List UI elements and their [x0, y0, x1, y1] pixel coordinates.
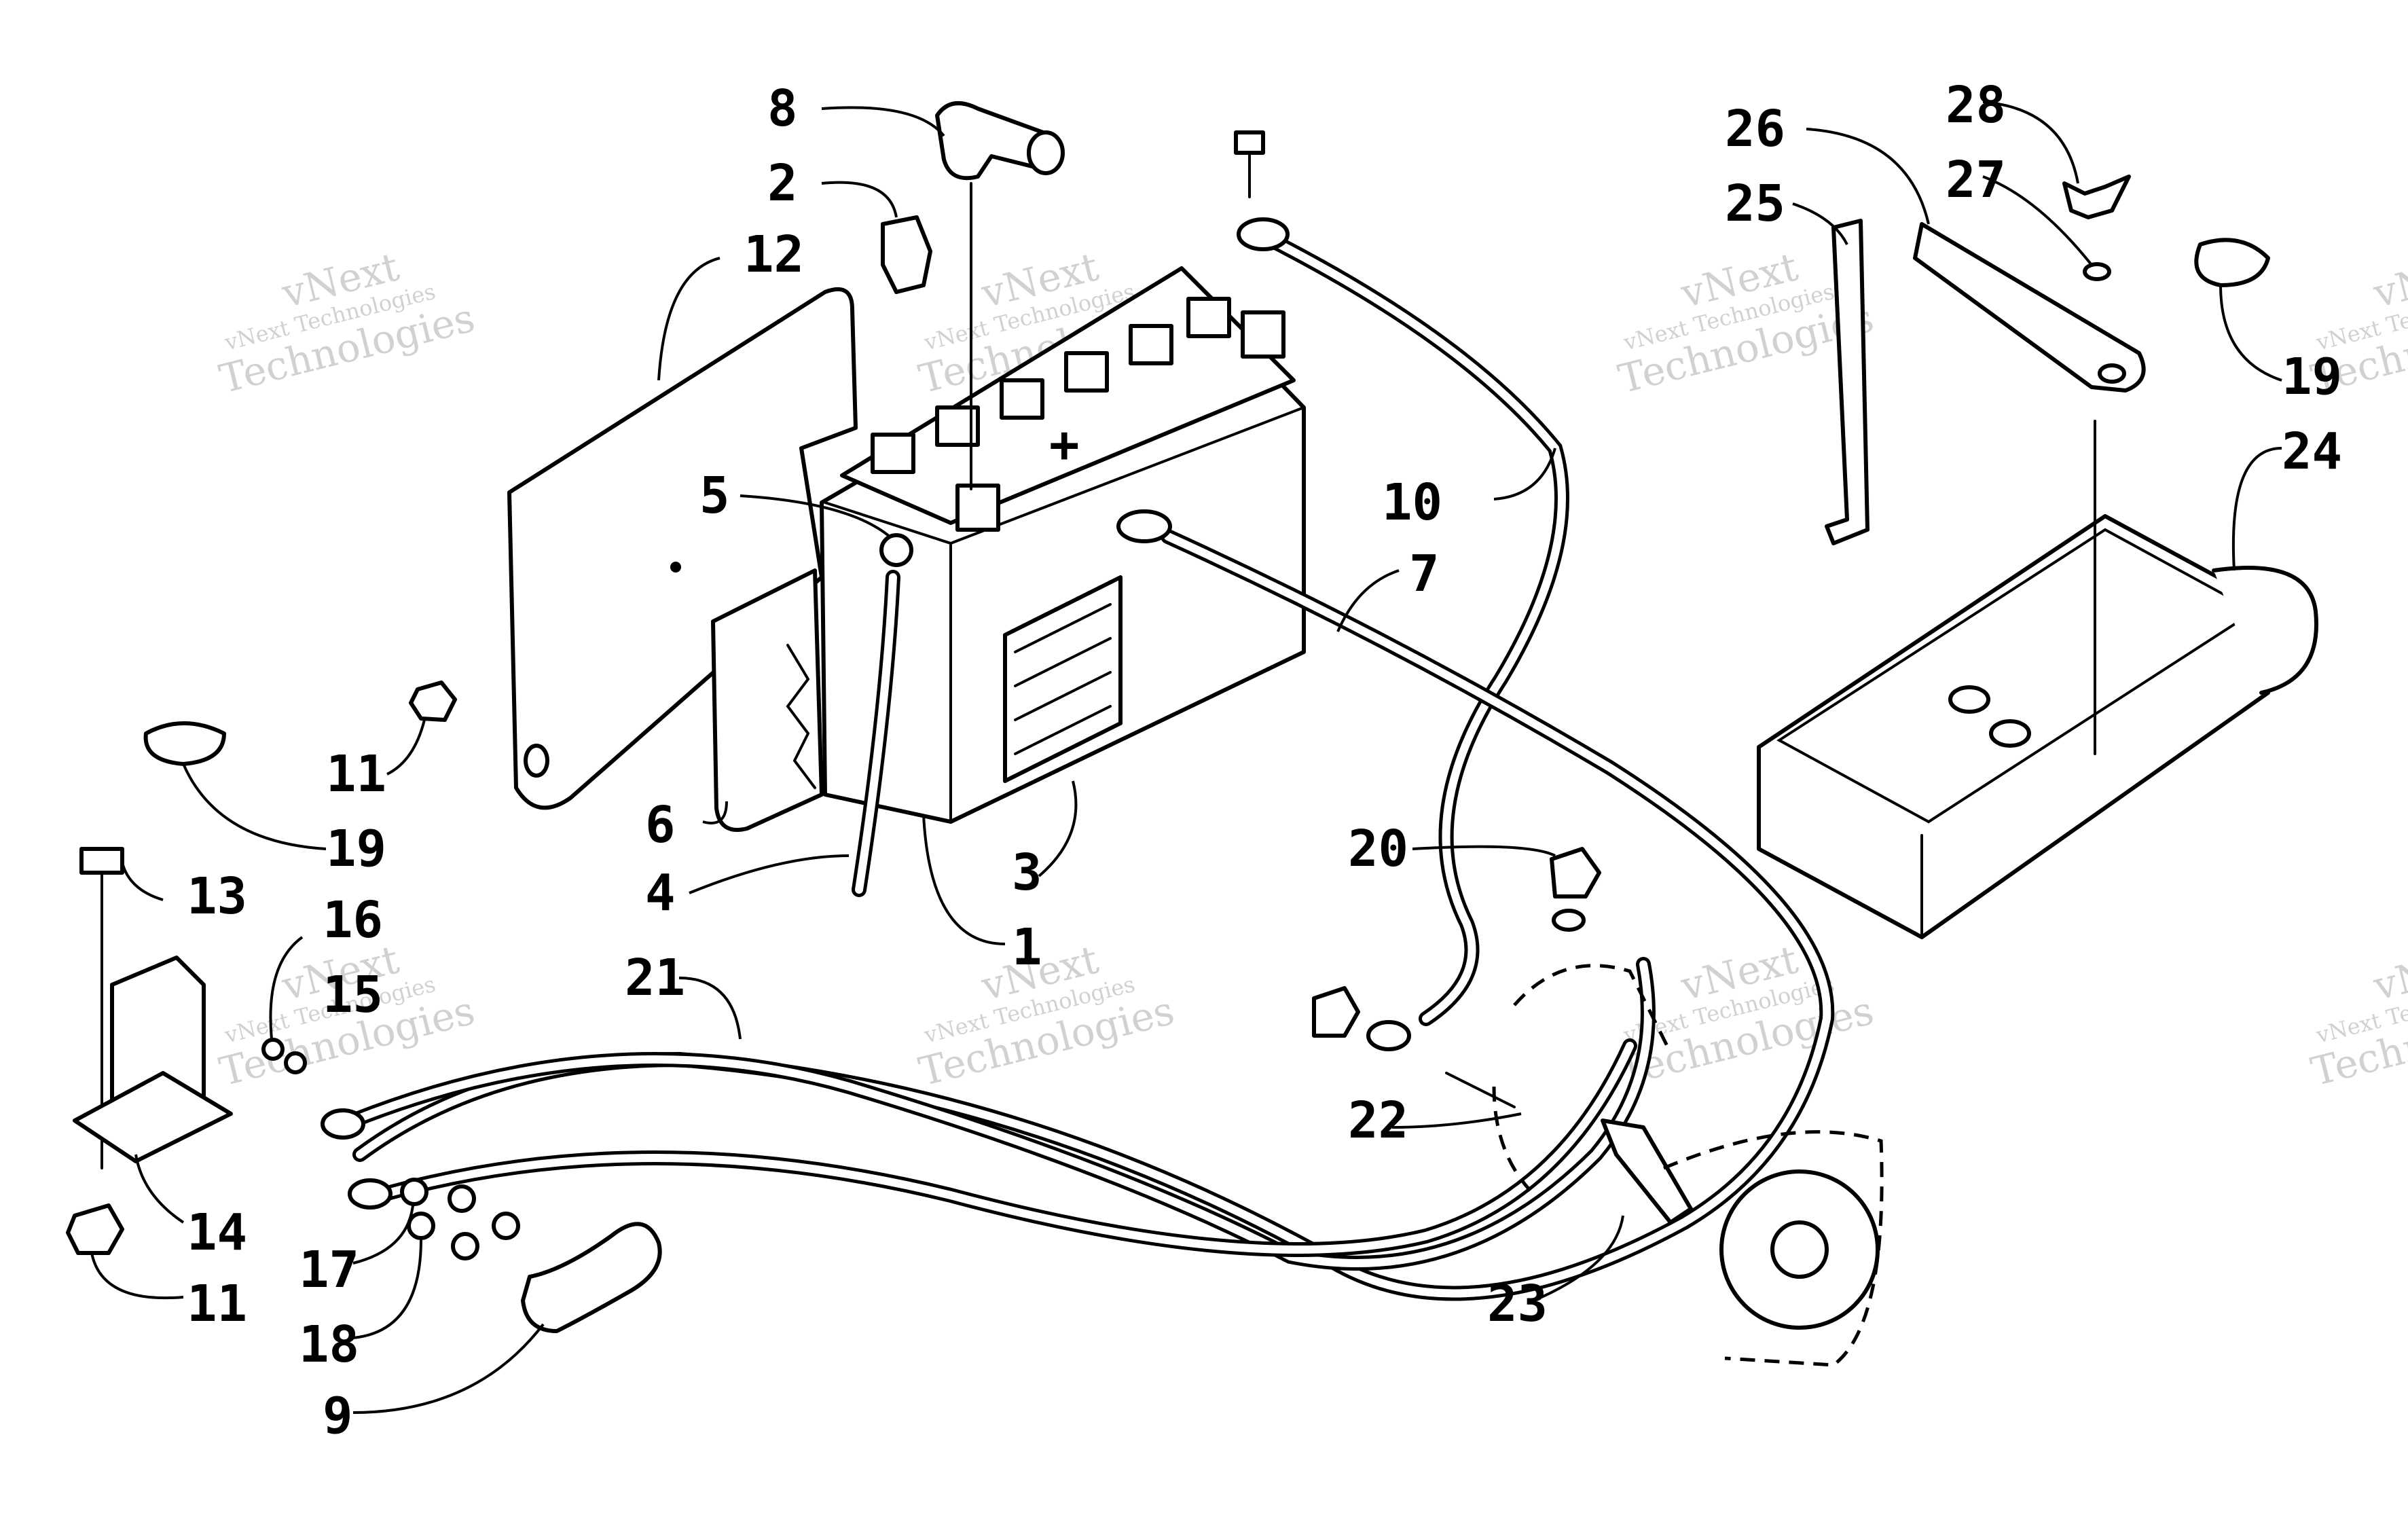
- pad-torn-edge: [786, 644, 816, 789]
- small-nut: [284, 1051, 307, 1074]
- callout-26: 26: [1725, 100, 1785, 158]
- engine-outline-lower: [1663, 1130, 1884, 1367]
- boot-opening: [1027, 130, 1065, 175]
- starter-hub: [1770, 1220, 1829, 1279]
- callout-16: 16: [323, 891, 383, 949]
- tube-clamp: [879, 533, 913, 567]
- callout-11-plate: 11: [326, 745, 386, 803]
- battery-lid: [840, 266, 1296, 525]
- callout-numbers: 8 2 12 5 10 7 26 28 25 27 19 24 11 19 6 …: [187, 76, 2342, 1445]
- washer: [2083, 262, 2111, 281]
- ground-nut: [1312, 986, 1360, 1038]
- battery-terminal-negative: [1241, 310, 1285, 359]
- wing-nut: [2062, 175, 2131, 219]
- callout-10: 10: [1382, 473, 1442, 532]
- callout-24: 24: [2282, 422, 2342, 481]
- washer-17b: [448, 1184, 476, 1213]
- cable-clip: [1601, 1119, 1693, 1224]
- negative-cable-inner: [1262, 234, 1566, 1023]
- callout-8: 8: [767, 79, 798, 138]
- solenoid-cable: [373, 1038, 1637, 1257]
- vent-cap: [871, 433, 915, 474]
- callout-23: 23: [1487, 1275, 1548, 1333]
- nut-18c: [492, 1212, 520, 1240]
- vent-cap: [1186, 297, 1231, 338]
- cable-screw-head: [1234, 130, 1265, 155]
- vent-fitting: [881, 215, 932, 294]
- lock-washer: [261, 1038, 285, 1061]
- callout-25: 25: [1725, 175, 1785, 233]
- solenoid-terminal-boot: [521, 1222, 662, 1333]
- battery: +: [820, 266, 1306, 824]
- terminal-washer: [1552, 909, 1586, 932]
- battery-label: [1003, 575, 1123, 783]
- engine-outline-upper: [1492, 964, 1673, 1197]
- hold-down-rod-bracket: [1825, 219, 1869, 545]
- callout-5: 5: [699, 467, 730, 525]
- callout-4: 4: [645, 864, 676, 922]
- terminal-nut: [1550, 847, 1601, 898]
- callout-20: 20: [1348, 820, 1408, 878]
- callout-12: 12: [744, 225, 804, 284]
- callout-14: 14: [187, 1203, 247, 1262]
- callout-18: 18: [299, 1315, 359, 1374]
- tray-boss: [1948, 685, 1990, 714]
- starter-ring-terminal: [321, 1108, 365, 1140]
- cable-clamp-right: [2194, 238, 2270, 287]
- nut-18: [407, 1212, 435, 1240]
- plate-hole: [670, 562, 681, 573]
- leader-lines: [90, 101, 2282, 1414]
- plate-nut: [409, 680, 457, 722]
- cable-clamp-left: [143, 721, 226, 766]
- terminal-plus-mark: +: [1049, 416, 1080, 474]
- callout-13: 13: [187, 867, 247, 926]
- callout-6: 6: [645, 796, 676, 854]
- starter-cable-inner: [349, 960, 1652, 1267]
- watermark-vnext: vNext: [2369, 243, 2408, 316]
- tray-mount-tube: [2212, 566, 2318, 695]
- cable-ring-terminal: [1237, 217, 1290, 251]
- callout-11-solenoid: 11: [187, 1275, 247, 1333]
- callout-9: 9: [323, 1387, 353, 1445]
- callout-1: 1: [1012, 918, 1042, 977]
- callout-19-right: 19: [2282, 348, 2342, 406]
- callout-17: 17: [299, 1241, 359, 1299]
- label-lines: [1014, 603, 1112, 755]
- callout-15: 15: [323, 966, 383, 1024]
- callout-19-left: 19: [326, 820, 386, 878]
- solenoid-mount-plate: [73, 1071, 233, 1163]
- hold-down-strap: [1913, 222, 2146, 393]
- callout-21: 21: [625, 949, 685, 1007]
- negative-cable: [1259, 230, 1569, 1026]
- positive-ring-terminal: [1116, 509, 1172, 543]
- ground-stud: [1445, 1072, 1516, 1108]
- solenoid-bolt-head: [79, 847, 124, 875]
- callout-28: 28: [1946, 76, 2006, 134]
- callout-7: 7: [1409, 545, 1440, 603]
- washer-17: [400, 1178, 428, 1206]
- watermark-vnext: vNext: [2369, 936, 2408, 1009]
- solenoid-nut: [66, 1203, 124, 1255]
- tray-boss: [1989, 719, 2031, 748]
- battery-pad: [711, 568, 824, 832]
- vent-cap: [1000, 378, 1044, 420]
- callout-27: 27: [1946, 151, 2006, 209]
- vent-tube-inner: [855, 573, 897, 894]
- callout-22: 22: [1348, 1091, 1408, 1150]
- callout-3: 3: [1012, 843, 1042, 902]
- callout-2: 2: [767, 154, 798, 213]
- solenoid-cable-inner: [376, 1042, 1634, 1254]
- strap-hole: [2098, 363, 2126, 384]
- plate-hole-lower: [524, 744, 549, 778]
- vent-cap: [1129, 324, 1173, 365]
- solenoid-ring-terminal: [348, 1178, 393, 1210]
- ground-ring-terminal: [1366, 1020, 1411, 1051]
- vent-cap: [1064, 351, 1109, 393]
- nut-18b: [451, 1232, 479, 1260]
- battery-terminal-positive: [955, 484, 1000, 532]
